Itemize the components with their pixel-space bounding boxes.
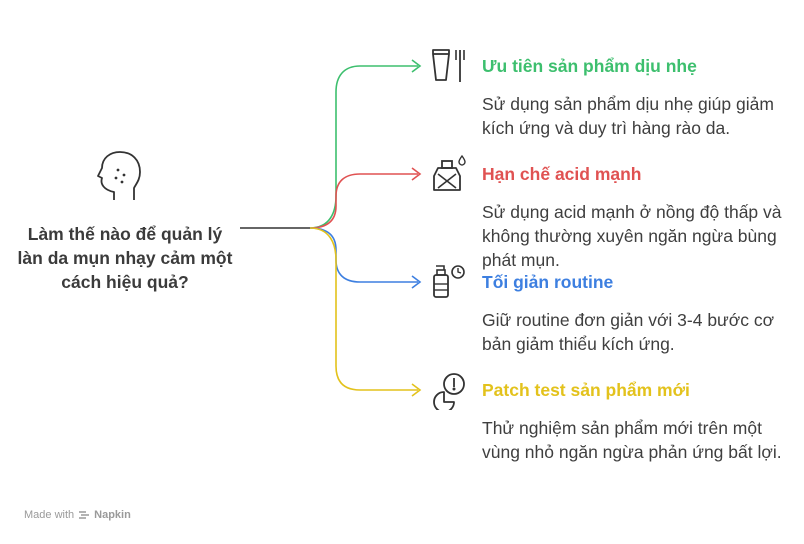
item-2-title: Hạn chế acid mạnh [482, 164, 642, 184]
item-1-title: Ưu tiên sản phẩm dịu nhẹ [482, 56, 697, 76]
item-1-description: Sử dụng sản phẩm dịu nhẹ giúp giảm kích … [482, 94, 774, 138]
footer-attribution: Made with Napkin [24, 509, 131, 521]
central-question: Làm thế nào để quản lý làn da mụn nhạy c… [17, 224, 233, 292]
item-3-title: Tối giản routine [482, 272, 614, 292]
item-3-description: Giữ routine đơn giản với 3-4 bước cơ bản… [482, 310, 775, 354]
item-4-title: Patch test sản phẩm mới [482, 380, 690, 400]
branch-4 [309, 227, 418, 391]
pump-bottle-timer-icon [433, 265, 465, 298]
crossed-bottle-icon [433, 154, 466, 191]
arrowhead-4 [411, 383, 422, 397]
item-2-description: Sử dụng acid mạnh ở nồng độ thấp và khôn… [482, 202, 782, 270]
item-4-description: Thử nghiệm sản phẩm mới trên một vùng nh… [482, 418, 782, 462]
branch-1 [309, 65, 418, 229]
footer-made-with: Made with [24, 509, 75, 521]
branch-3 [309, 227, 418, 283]
napkin-logo-icon [79, 511, 90, 519]
thermometer-pie-icon [433, 373, 465, 410]
face-acne-icon [97, 151, 141, 200]
tube-and-toothbrush-icon [432, 49, 465, 82]
arrowhead-1 [411, 59, 422, 73]
arrowhead-3 [411, 275, 422, 289]
arrowhead-2 [411, 167, 422, 181]
branch-2 [309, 173, 418, 229]
footer-brand: Napkin [94, 509, 131, 521]
